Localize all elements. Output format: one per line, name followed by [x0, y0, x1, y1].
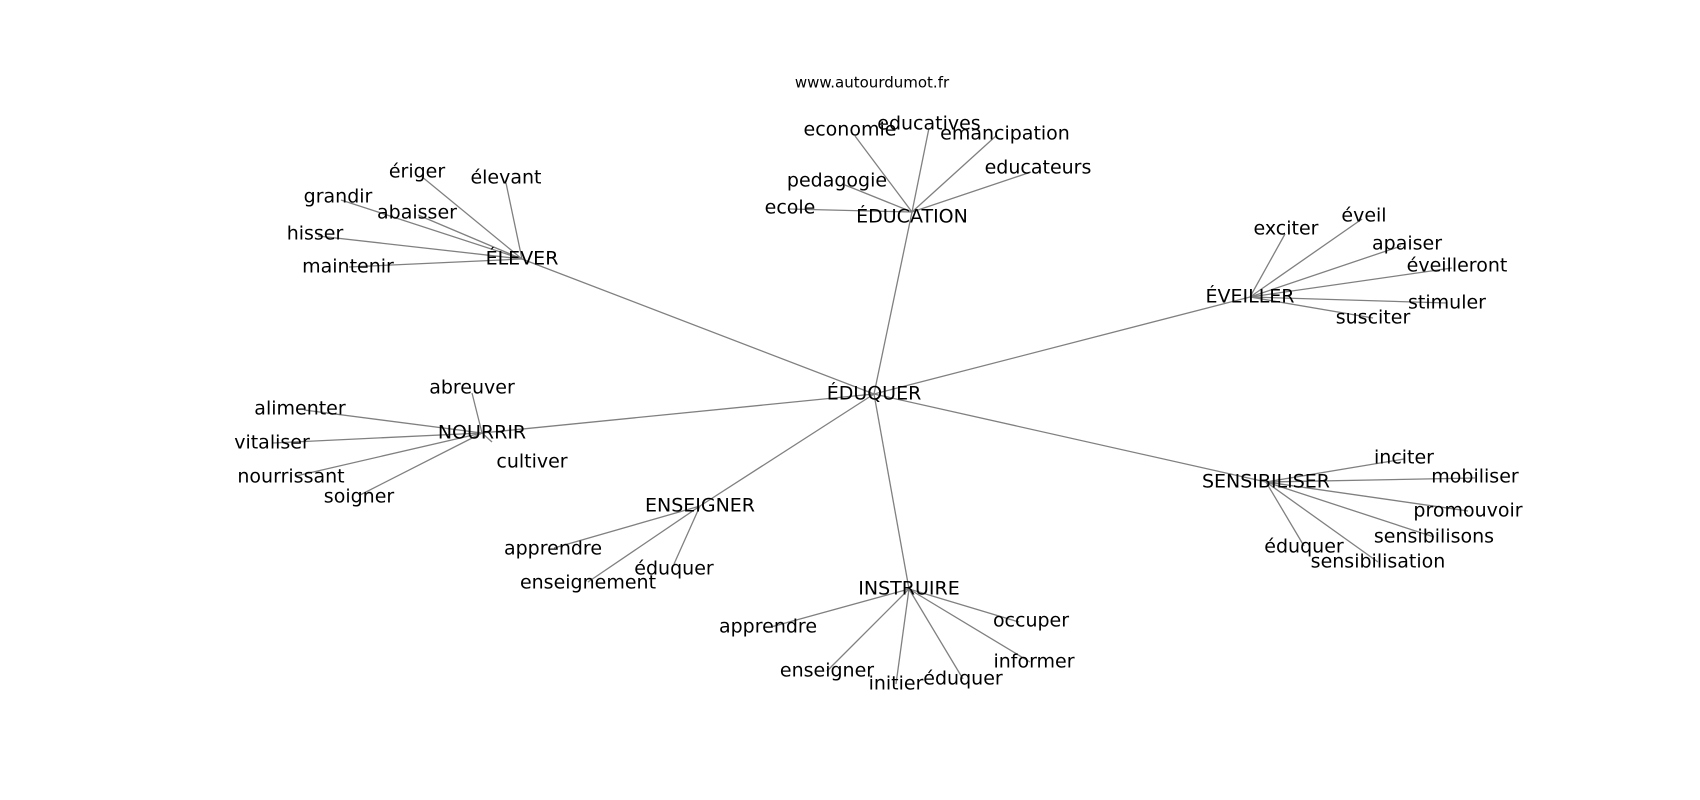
- cluster-label-eveiller: ÉVEILLER: [1206, 285, 1295, 308]
- edge-instruire-word-0: [908, 588, 1020, 623]
- cluster-label-education: ÉDUCATION: [856, 205, 968, 228]
- word-label-sensibiliser-3: sensibilisons: [1374, 526, 1494, 548]
- word-label-elever-4: hisser: [287, 223, 344, 245]
- edge-sensibiliser-word-3: [1265, 481, 1435, 538]
- edge-nourrir-word-5: [359, 432, 483, 496]
- word-label-eveiller-2: apaiser: [1372, 233, 1442, 255]
- edge-instruire-word-4: [895, 588, 910, 685]
- word-label-nourrir-0: abreuver: [429, 377, 515, 399]
- edge-enseigner-word-1: [673, 505, 701, 565]
- edge-root-instruire: [873, 393, 910, 590]
- word-label-instruire-0: occuper: [993, 610, 1069, 632]
- cluster-label-instruire: INSTRUIRE: [858, 578, 959, 600]
- word-label-education-2: emancipation: [940, 123, 1070, 145]
- edge-elever-word-0: [420, 175, 523, 260]
- edge-eveiller-word-3: [1249, 267, 1453, 298]
- word-label-instruire-4: initier: [869, 673, 924, 695]
- edge-elever-word-4: [317, 235, 523, 260]
- word-label-instruire-2: informer: [993, 651, 1074, 673]
- word-label-education-0: economie: [804, 119, 897, 141]
- word-label-sensibiliser-1: mobiliser: [1431, 466, 1519, 488]
- word-label-nourrir-4: nourrissant: [237, 466, 344, 488]
- edge-instruire-word-5: [908, 588, 964, 680]
- word-label-elever-1: élevant: [470, 167, 541, 189]
- edge-enseigner-word-2: [587, 505, 701, 583]
- word-label-nourrir-3: cultiver: [496, 451, 567, 473]
- cluster-label-sensibiliser: SENSIBILISER: [1202, 471, 1330, 493]
- word-label-elever-2: grandir: [304, 186, 373, 208]
- cluster-label-nourrir: NOURRIR: [438, 422, 526, 444]
- edge-sensibiliser-word-5: [1265, 481, 1379, 563]
- edge-elever-word-1: [505, 182, 523, 260]
- word-label-sensibiliser-4: éduquer: [1264, 536, 1344, 558]
- edge-instruire-word-3: [826, 588, 910, 672]
- word-label-enseigner-0: apprendre: [504, 538, 602, 560]
- edge-elever-word-3: [417, 214, 523, 260]
- edge-root-elever: [521, 258, 875, 395]
- edge-education-word-5: [788, 208, 913, 213]
- root-node-label: ÉDUQUER: [827, 382, 922, 405]
- edge-eveiller-word-2: [1249, 245, 1402, 298]
- edge-sensibiliser-word-0: [1265, 458, 1405, 483]
- word-label-enseigner-1: éduquer: [634, 558, 714, 580]
- edge-root-education: [873, 211, 913, 395]
- word-label-eveiller-4: stimuler: [1408, 292, 1486, 314]
- word-label-education-4: pedagogie: [787, 170, 887, 192]
- graph-edges: [272, 127, 1476, 685]
- edge-eveiller-word-4: [1249, 296, 1448, 304]
- word-label-instruire-1: apprendre: [719, 616, 817, 638]
- word-label-eveiller-3: éveilleront: [1407, 255, 1508, 277]
- word-label-education-3: educateurs: [985, 157, 1092, 179]
- edge-root-eveiller: [873, 296, 1251, 395]
- edge-sensibiliser-word-2: [1265, 481, 1469, 512]
- cluster-label-enseigner: ENSEIGNER: [645, 495, 755, 517]
- word-label-education-5: ecole: [765, 197, 816, 219]
- word-label-eveiller-5: susciter: [1336, 307, 1411, 329]
- edge-root-sensibiliser: [873, 393, 1267, 483]
- word-label-elever-0: ériger: [389, 161, 446, 183]
- edge-instruire-word-2: [908, 588, 1031, 663]
- edge-education-word-2: [911, 134, 998, 213]
- edge-sensibiliser-word-1: [1265, 477, 1476, 483]
- word-label-elever-3: abaisser: [377, 202, 457, 224]
- edge-nourrir-word-0: [471, 392, 483, 434]
- edge-education-word-0: [854, 135, 913, 213]
- word-label-sensibiliser-5: sensibilisation: [1311, 551, 1446, 573]
- edge-enseigner-word-0: [553, 505, 701, 549]
- edge-elever-word-5: [348, 258, 523, 268]
- word-label-instruire-5: éduquer: [923, 668, 1003, 690]
- edge-sensibiliser-word-4: [1265, 481, 1305, 547]
- word-label-nourrir-1: alimenter: [254, 398, 346, 420]
- edge-education-word-3: [911, 171, 1032, 213]
- edge-nourrir-word-2: [272, 432, 483, 444]
- edge-instruire-word-1: [770, 588, 910, 628]
- word-label-enseigner-2: enseignement: [520, 572, 656, 594]
- edge-eveiller-word-1: [1249, 218, 1363, 298]
- edge-eveiller-word-5: [1249, 296, 1374, 319]
- edge-elever-word-2: [340, 199, 523, 260]
- edge-education-word-4: [844, 184, 913, 213]
- word-label-nourrir-2: vitaliser: [234, 432, 310, 454]
- edge-root-enseigner: [699, 393, 875, 507]
- cluster-label-elever: ÉLEVER: [486, 247, 559, 270]
- word-label-eveiller-1: éveil: [1341, 205, 1386, 227]
- edge-nourrir-word-3: [481, 432, 493, 443]
- edge-nourrir-word-1: [303, 409, 483, 434]
- word-label-sensibiliser-0: inciter: [1374, 447, 1434, 469]
- edge-eveiller-word-0: [1249, 233, 1286, 298]
- word-label-education-1: educatives: [877, 113, 980, 135]
- word-label-eveiller-0: exciter: [1254, 218, 1319, 240]
- source-watermark[interactable]: www.autourdumot.fr: [795, 74, 950, 92]
- word-label-sensibiliser-2: promouvoir: [1413, 500, 1522, 522]
- edge-education-word-1: [911, 127, 930, 213]
- word-label-elever-5: maintenir: [302, 256, 394, 278]
- word-label-instruire-3: enseigner: [780, 660, 874, 682]
- edge-nourrir-word-4: [295, 432, 483, 477]
- graph-labels: www.autourdumot.fr ÉDUQUER ÉDUCATION econ…: [234, 74, 1523, 695]
- edge-root-nourrir: [481, 393, 875, 434]
- word-label-nourrir-5: soigner: [324, 486, 395, 508]
